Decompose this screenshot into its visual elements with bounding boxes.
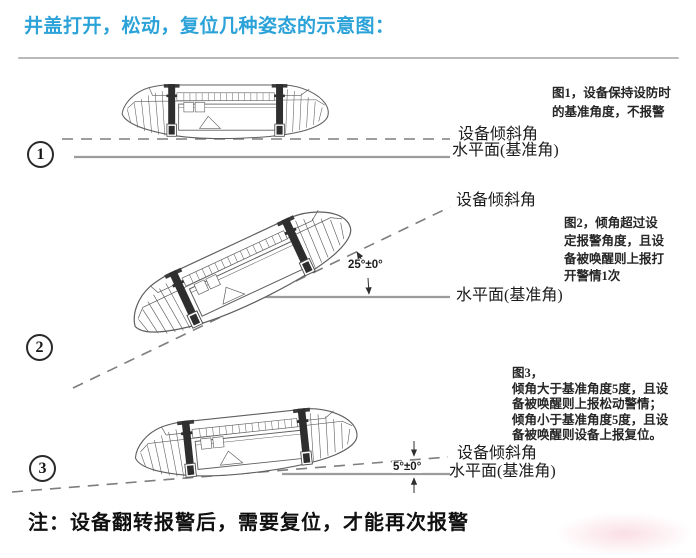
figure1-device-drawing <box>122 84 328 138</box>
footer-note: 注：设备翻转报警后，需要复位，才能再次报警 <box>28 512 469 534</box>
figure2-angle-value: 25°±0° <box>347 259 384 271</box>
figure2-device-drawing <box>121 195 362 352</box>
figure2-plane-label: 水平面(基准角) <box>456 287 563 304</box>
figure2-tilt-label: 设备倾斜角 <box>456 192 537 209</box>
figure2-drawing <box>72 195 451 389</box>
figure2-note: 图2，倾角超过设定报警角度，且设备被唤醒则上报打开警情1次 <box>564 216 665 284</box>
figure3-plane-label: 水平面(基准角) <box>449 463 556 480</box>
figure3-tilt-label: 设备倾斜角 <box>457 445 538 462</box>
figure3-note-line2: 倾角小于基准角度5度，且设备被唤醒则设备上报复位。 <box>512 412 669 443</box>
figure1-number-badge: 1 <box>27 141 54 168</box>
figure3-number-badge: 3 <box>29 455 56 482</box>
figure1-note: 图1，设备保持设防时的基准角度，不报警 <box>552 86 671 119</box>
page-title: 井盖打开，松动，复位几种姿态的示意图： <box>24 16 395 37</box>
title-divider <box>18 57 679 59</box>
figure1-drawing <box>62 84 450 159</box>
figure3-drawing <box>11 403 450 493</box>
figure1-number: 1 <box>36 145 45 163</box>
figure3-note: 图3， 倾角大于基准角度5度，且设备被唤醒则上报松动警情； 倾角小于基准角度5度… <box>512 366 674 444</box>
figure1-plane-label: 水平面(基准角) <box>452 142 559 159</box>
figure3-note-line1: 倾角大于基准角度5度，且设备被唤醒则上报松动警情； <box>512 381 669 412</box>
watermark <box>554 512 694 556</box>
figure3-note-heading: 图3， <box>512 366 544 380</box>
figure2-number-badge: 2 <box>26 334 53 361</box>
figure2-number: 2 <box>35 338 44 356</box>
figure3-number: 3 <box>38 459 47 477</box>
figure3-device-drawing <box>132 403 360 485</box>
figure3-angle-value: 5°±0° <box>392 461 423 473</box>
figure1-tilt-label: 设备倾斜角 <box>458 126 539 143</box>
